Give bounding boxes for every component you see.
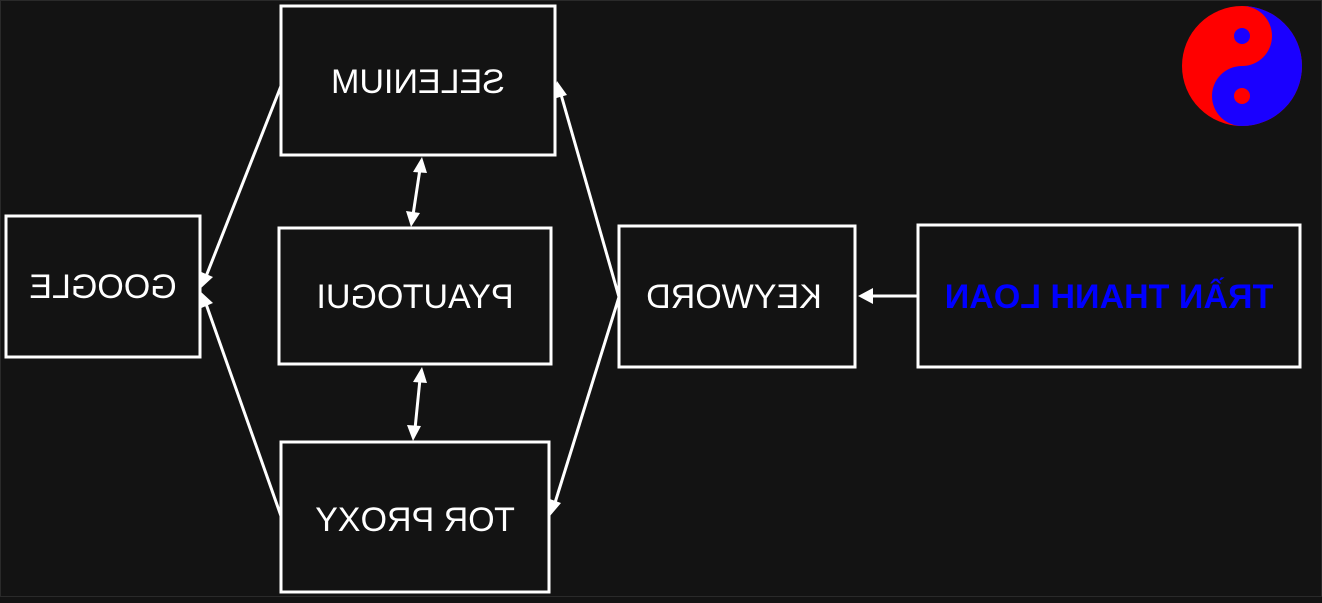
edges bbox=[199, 81, 918, 517]
edge-pyautogui-torproxy bbox=[413, 378, 422, 430]
node-selenium: SELENIUM bbox=[279, 4, 557, 157]
node-tor-proxy-label: TOR PROXY bbox=[315, 501, 515, 539]
edge-keyword-torproxy bbox=[552, 296, 621, 507]
node-keyword-label: KEYWORD bbox=[646, 278, 822, 316]
yin-yang-icon bbox=[1182, 6, 1302, 126]
node-author: TRẦN THANH LOAN bbox=[916, 223, 1302, 369]
node-google-box bbox=[4, 214, 202, 359]
arrow-head-pyautogui-down bbox=[406, 211, 420, 227]
arrow-head-selenium-up bbox=[413, 157, 427, 173]
arrow-head-pyautogui-up bbox=[413, 367, 427, 383]
node-tor-proxy-box bbox=[279, 440, 551, 594]
arrow-head-torproxy-down bbox=[407, 425, 421, 441]
edge-selenium-pyautogui bbox=[411, 168, 422, 216]
node-selenium-label: SELENIUM bbox=[331, 63, 505, 101]
node-google-label: GOOGLE bbox=[29, 268, 176, 306]
node-pyautogui: PYAUTOGUI bbox=[277, 226, 553, 366]
node-keyword-box bbox=[617, 224, 857, 369]
edge-selenium-google bbox=[203, 85, 283, 280]
node-author-box bbox=[916, 223, 1302, 369]
node-selenium-box bbox=[279, 4, 557, 157]
node-google: GOOGLE bbox=[4, 214, 202, 359]
edge-keyword-selenium bbox=[558, 90, 621, 298]
node-pyautogui-box bbox=[277, 226, 553, 366]
node-keyword: KEYWORD bbox=[617, 224, 857, 369]
node-pyautogui-label: PYAUTOGUI bbox=[316, 278, 513, 316]
node-author-label: TRẦN THANH LOAN bbox=[945, 278, 1274, 316]
arrow-head-google-top bbox=[199, 271, 213, 289]
edge-torproxy-google bbox=[203, 300, 283, 517]
arrow-head-keyword bbox=[858, 288, 873, 304]
node-tor-proxy: TOR PROXY bbox=[279, 440, 551, 594]
arrow-head-google-bottom bbox=[199, 291, 213, 309]
